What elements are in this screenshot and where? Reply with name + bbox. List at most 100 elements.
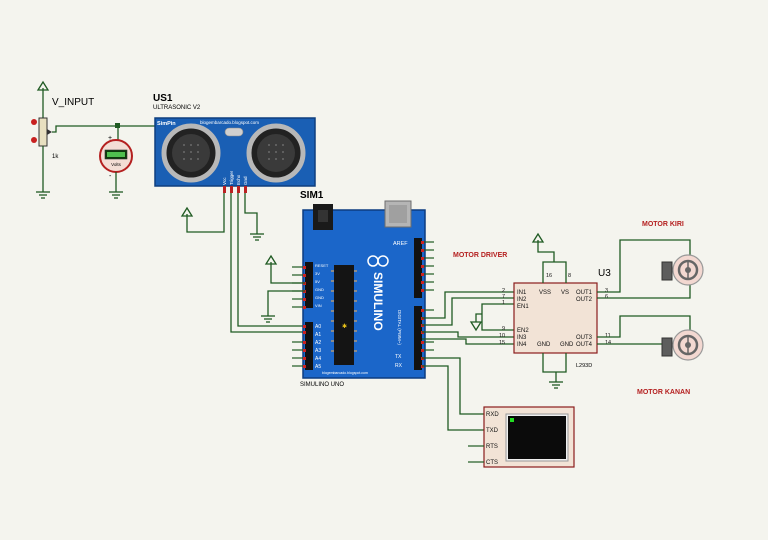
analog-pin-a0: A0: [315, 324, 321, 330]
driver-pin-en2: EN2: [517, 328, 529, 334]
power-terminal-icon: [469, 321, 483, 332]
transducer-icon: [246, 123, 306, 183]
terminal-screen: [508, 416, 566, 459]
microcontroller-chip-icon: [334, 265, 354, 365]
us1-url: blogembarcado.blogspot.com: [200, 120, 259, 125]
terminal-pin-rxd: RXD: [486, 412, 499, 418]
analog-pin-a4: A4: [315, 356, 321, 362]
ultrasonic-sensor[interactable]: SimPin blogembarcado.blogspot.com Vcc Tr…: [154, 117, 316, 187]
terminal-cursor-icon: [510, 418, 514, 422]
power-terminal-icon: [531, 232, 545, 243]
driver-pin-in3: IN3: [517, 335, 527, 341]
us1-pin-echo: Echo: [236, 174, 241, 185]
pin-num: 3: [605, 288, 608, 294]
power-terminal-icon: [180, 206, 194, 217]
us1-pin-leads: [223, 186, 247, 193]
analog-header: [305, 322, 313, 370]
driver-pin-out3: OUT3: [576, 335, 593, 341]
power-pin-vin: VIN: [315, 303, 322, 308]
rx-label: RX: [395, 363, 403, 369]
pin-num: 16: [546, 273, 552, 279]
terminal-pin-txd: TXD: [486, 428, 499, 434]
pin-num: 10: [499, 333, 505, 339]
u3-ref: U3: [598, 268, 611, 279]
driver-pin-en1: EN1: [517, 304, 529, 310]
pot-terminal-icon: [31, 119, 37, 125]
driver-pin-out2: OUT2: [576, 297, 593, 303]
ground-symbol-icon: [250, 233, 264, 241]
pin-num: 15: [499, 340, 505, 346]
sim1-url: blogembarcado.blogspot.com: [322, 371, 368, 375]
power-terminal-icon: [36, 80, 50, 91]
driver-pin-vs: VS: [561, 290, 569, 296]
us1-pin-gnd: Gnd: [243, 176, 248, 185]
power-pin-3v: 3V: [315, 271, 320, 276]
us1-pin-vcc: Vcc: [222, 177, 227, 185]
pin-num: 9: [502, 326, 505, 332]
terminal-pin-rts: RTS: [486, 444, 498, 450]
voltmeter-unit: Volts: [111, 162, 122, 167]
driver-pin-gnd-2: GND: [560, 342, 574, 348]
driver-pin-in4: IN4: [517, 342, 527, 348]
resistor-value: 1k: [52, 154, 59, 160]
l293d-chip[interactable]: IN1 IN2 EN1 EN2 IN3 IN4 VSS VS OUT1 OUT2…: [513, 282, 598, 354]
terminal-pin-stubs: [468, 445, 484, 463]
us1-model: ULTRASONIC V2: [153, 105, 201, 111]
ground-symbol-icon: [36, 191, 50, 199]
ground-symbol-icon: [109, 191, 123, 199]
power-header: [305, 262, 313, 308]
driver-pin-out1: OUT1: [576, 290, 593, 296]
v-input-source[interactable]: V_INPUT: [36, 80, 94, 118]
svg-text:-: -: [109, 173, 112, 180]
power-pin-5v: 5V: [315, 279, 320, 284]
digital-header-top: [414, 238, 422, 298]
svg-text:+: +: [108, 135, 112, 142]
us1-ref: US1: [153, 93, 173, 104]
sim1-logo: SIMULINO: [371, 272, 385, 331]
tx-label: TX: [395, 354, 402, 360]
potentiometer[interactable]: 1k: [31, 117, 59, 160]
power-pin-reset: RESET: [315, 263, 329, 268]
driver-pin-gnd: GND: [537, 342, 551, 348]
virtual-terminal[interactable]: RXD TXD RTS CTS: [483, 406, 575, 468]
aref-label: AREF: [393, 241, 408, 247]
digital-label: DIGITAL (PWM~): [397, 310, 402, 345]
motor-kanan-label: MOTOR KANAN: [637, 389, 690, 396]
driver-pin-in1: IN1: [517, 290, 527, 296]
pin-num: 14: [605, 340, 611, 346]
pot-terminal-icon: [31, 137, 37, 143]
pin-num: 11: [605, 333, 611, 339]
motor-kanan[interactable]: [661, 329, 704, 361]
driver-pin-vss: VSS: [539, 290, 551, 296]
digital-header-bottom: [414, 306, 422, 370]
motor-kiri-label: MOTOR KIRI: [642, 221, 684, 228]
crystal-icon: [224, 127, 244, 137]
part-label: L293D: [576, 363, 592, 369]
pin-num: 7: [502, 294, 505, 300]
analog-pin-a1: A1: [315, 332, 321, 338]
power-pin-gnd-2: GND: [315, 295, 324, 300]
svg-text:✱: ✱: [342, 323, 347, 330]
pin-num: 8: [568, 273, 571, 279]
pin-num: 1: [502, 300, 505, 306]
ground-symbol-icon: [261, 315, 275, 323]
motor-kiri[interactable]: [661, 254, 704, 286]
analog-pin-a3: A3: [315, 348, 321, 354]
v-input-label: V_INPUT: [52, 97, 94, 108]
pin-num: 2: [502, 288, 505, 294]
transducer-icon: [161, 123, 221, 183]
driver-pin-in2: IN2: [517, 297, 527, 303]
pin-num: 6: [605, 294, 608, 300]
arduino-board[interactable]: AREF SIMULINO ✱ RESET 3V 5V GND GND VIN …: [302, 200, 426, 379]
motor-driver-label: MOTOR DRIVER: [453, 252, 507, 259]
us1-pin-trigger: Trigger: [229, 170, 234, 185]
analog-pin-a5: A5: [315, 364, 321, 370]
us1-brand: SimPin: [157, 121, 176, 127]
driver-pin-out4: OUT4: [576, 342, 593, 348]
analog-pin-a2: A2: [315, 340, 321, 346]
sim1-name: SIMULINO UNO: [300, 382, 344, 388]
voltmeter[interactable]: Volts + -: [99, 135, 133, 180]
terminal-pin-cts: CTS: [486, 460, 498, 466]
ground-symbol-icon: [549, 381, 563, 389]
